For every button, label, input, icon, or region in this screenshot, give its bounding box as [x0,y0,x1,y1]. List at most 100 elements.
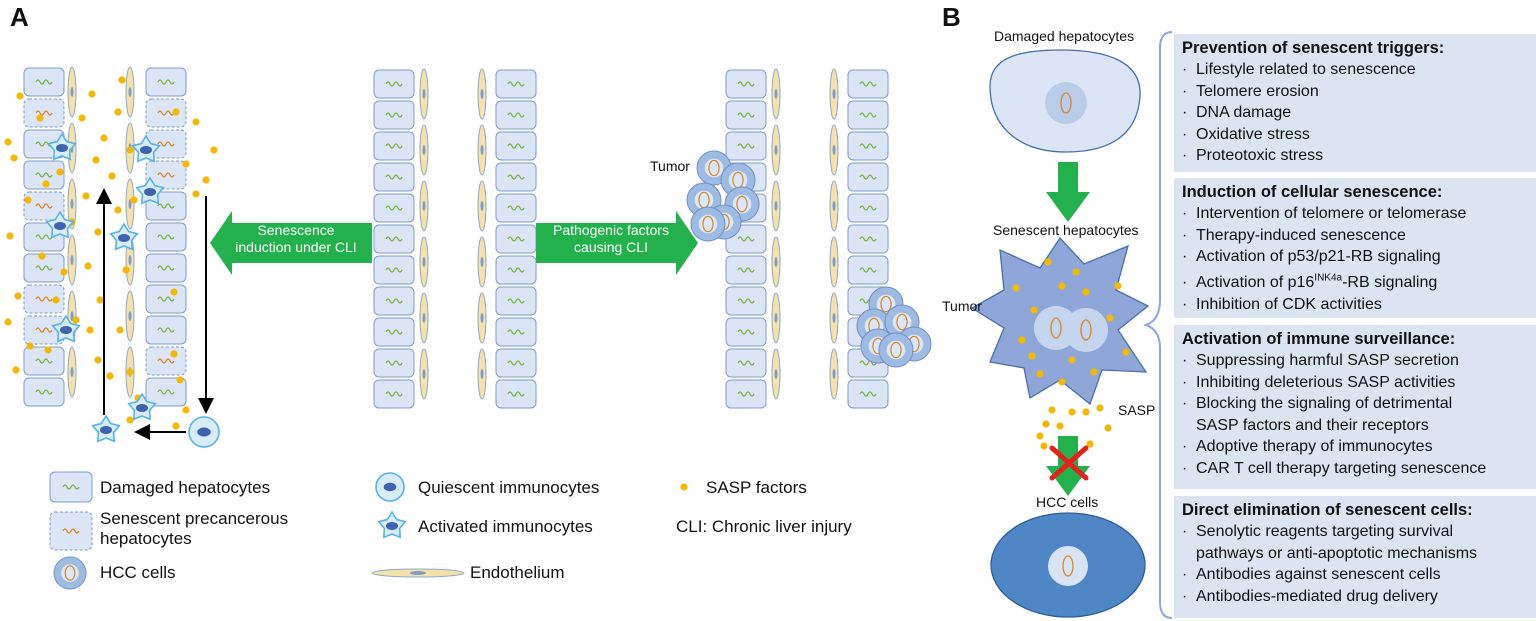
sasp-factor [116,326,124,334]
sasp-factor [1082,288,1090,296]
endothelial-nucleus [774,369,778,379]
dna-strand [35,265,53,271]
hcc-dna-large [1062,555,1074,577]
senescent-hepatocytes-label: Senescent hepatocytes [993,222,1139,238]
sasp-factor [42,180,50,188]
dna-strand [385,143,403,149]
sasp-factor [86,326,94,334]
section-prevention-title: Prevention of senescent triggers: [1182,39,1445,57]
immunocyte-nucleus [383,482,397,492]
hcc-dna [702,215,714,233]
panel-a-illustration [4,66,932,590]
sasp-factor [1058,378,1066,386]
section-prevention-item: ·Oxidative stress [1182,125,1310,143]
senescent-dna [1050,317,1062,339]
sasp-factor [94,228,102,236]
dna-strand [35,172,53,178]
sasp-factor [4,318,12,326]
legend-damaged-hepatocytes: Damaged hepatocytes [100,478,271,497]
sasp-factor [182,160,190,168]
endothelial-nucleus [832,257,836,267]
sasp-factor [172,108,180,116]
section-immune-item: ·Blocking the signaling of detrimental [1182,395,1453,413]
senescent-dna [1080,319,1092,341]
sasp-factor [176,376,184,384]
endothelial-nucleus [774,313,778,323]
sasp-factor [44,346,52,354]
immunocyte-nucleus [197,427,211,437]
endothelial-nucleus [128,311,132,321]
sasp-factor [78,114,86,122]
endothelial-nucleus [422,145,426,155]
sasp-factor [10,154,18,162]
panel-b-letter: B [942,2,961,32]
hcc-dna [708,159,720,177]
sasp-factor [1068,356,1076,364]
sasp-factor [1122,348,1130,356]
hcc-nucleus [704,158,724,178]
sasp-factor [1048,406,1056,414]
panel-b-illustration [970,31,1173,619]
dna-strand [737,112,755,118]
endothelial-nucleus [774,145,778,155]
section-prevention-item: ·Telomere erosion [1182,82,1319,100]
dna-strand [859,391,877,397]
immunocyte-nucleus [54,222,66,230]
sasp-factor [122,266,130,274]
section-induction: Induction of cellular senescence: ·Inter… [1174,178,1536,318]
damaged-hepatocyte-dna [1060,92,1072,114]
section-prevention-item: ·Proteotoxic stress [1182,147,1324,165]
sasp-factor [60,268,68,276]
section-elimination-title: Direct elimination of senescent cells: [1182,501,1473,519]
sasp-factor [16,92,24,100]
sasp-factor [172,422,180,430]
section-prevention-item: ·Lifestyle related to senescence [1182,61,1416,78]
section-prevention-item: ·DNA damage [1182,104,1292,122]
sasp-factor [106,372,114,380]
sasp-factor [1096,404,1104,412]
dna-strand [157,110,175,116]
dna-strand [859,174,877,180]
sasp-factor [1058,282,1066,290]
endothelial-nucleus [422,369,426,379]
sasp-factor [680,483,688,491]
immunocyte-nucleus [118,234,130,242]
sasp-factor [108,172,116,180]
endothelial-nucleus [832,145,836,155]
dna-strand [859,112,877,118]
section-immune-title: Activation of immune surveillance: [1182,330,1456,348]
sasp-factor [170,288,178,296]
sasp-factor [1036,370,1044,378]
dna-strand [737,360,755,366]
dna-strand [35,296,53,302]
sasp-factor [4,138,12,146]
sasp-factor [94,356,102,364]
dna-strand [385,236,403,242]
endothelial-nucleus [70,367,74,377]
section-induction-item: ·Inhibition of CDK activities [1182,295,1382,313]
hcc-dna [890,341,902,359]
endothelial-nucleus [128,87,132,97]
endothelial-nucleus [422,257,426,267]
sasp-factor [92,156,100,164]
senescent-nucleus [1064,308,1108,352]
section-immune-item: SASP factors and their receptors [1196,416,1429,434]
sasp-factor [1106,314,1114,322]
dna-strand [385,329,403,335]
sasp-factor [1082,408,1090,416]
dna-strand [737,143,755,149]
endothelial-nucleus [128,255,132,265]
dna-strand [157,327,175,333]
section-induction-item: ·Activation of p53/p21-RB signaling [1182,248,1441,266]
dna-strand [859,81,877,87]
endothelial-nucleus [480,201,484,211]
sasp-factor [100,134,108,142]
dna-strand [859,267,877,273]
sasp-factor [1068,408,1076,416]
tumor-label-bottom: Tumor [942,298,982,314]
dna-strand [35,110,53,116]
section-induction-item: ·Therapy-induced senescence [1182,226,1406,244]
sasp-factor [1030,306,1038,314]
hcc-dna [64,565,76,581]
